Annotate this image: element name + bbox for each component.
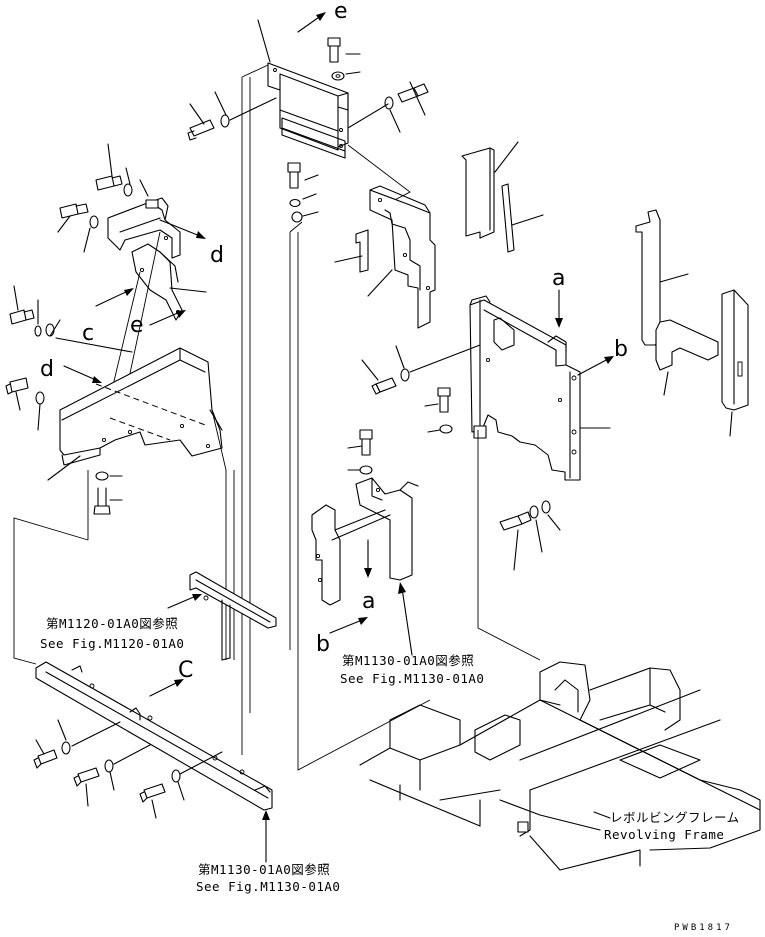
leader-line xyxy=(367,269,393,297)
bolt-left-1 xyxy=(95,143,123,191)
callout-d-right: d xyxy=(210,243,224,268)
washer-left-4 xyxy=(45,323,55,337)
assembly-line xyxy=(297,232,431,771)
assembly-line xyxy=(477,430,541,661)
pad-large xyxy=(461,141,519,239)
leader-line xyxy=(401,587,413,656)
bolt-top-1 xyxy=(327,37,361,63)
washer-left-2 xyxy=(89,215,99,229)
frame-label-jp: レボルビングフレーム xyxy=(610,810,740,825)
bolt-right-mid xyxy=(361,359,397,395)
center-side-panel xyxy=(369,185,436,329)
assembly-line xyxy=(13,517,89,665)
bolt-mid xyxy=(287,162,319,189)
callout-a-lower: a xyxy=(362,589,375,614)
leader-line xyxy=(257,19,271,63)
bolt-bottom-1 xyxy=(33,739,58,769)
left-upper-bracket xyxy=(107,197,183,321)
washer-left-1 xyxy=(123,183,133,197)
reference-left-jp: 第M1120-01A0図参照 xyxy=(46,616,178,631)
arrow-c-bottom xyxy=(149,681,179,697)
washer-bottom-2 xyxy=(104,759,114,773)
arrow-b-upper xyxy=(577,357,611,376)
washer-center-lower xyxy=(359,465,373,475)
center-lower-bracket xyxy=(311,477,419,606)
callout-c-left: c xyxy=(82,321,94,346)
washer-right-bottom-2 xyxy=(541,500,551,514)
washer-mid-1 xyxy=(289,198,301,208)
bolt-bottom-2 xyxy=(73,767,100,807)
assembly-line xyxy=(241,64,269,78)
callout-e-mid: e xyxy=(130,313,144,338)
leader-line xyxy=(593,811,611,819)
leader-line xyxy=(47,455,81,481)
frame-label-en: Revolving Frame xyxy=(604,827,724,842)
arrow-b-lower xyxy=(329,619,363,634)
washer-left-top xyxy=(214,91,230,128)
callout-b-lower: b xyxy=(316,632,330,657)
small-tab-plate xyxy=(334,229,369,273)
washer-left-3 xyxy=(34,325,42,337)
bolt-right-bottom xyxy=(499,511,532,571)
washer-top-right xyxy=(384,96,401,133)
bolt-bottom-3 xyxy=(139,783,166,819)
arrow-d-right xyxy=(159,219,201,237)
left-duct-cover xyxy=(59,347,223,466)
reference-left-en: See Fig.M1120-01A0 xyxy=(40,636,184,651)
washer-left-low xyxy=(95,471,109,481)
revolving-frame xyxy=(359,661,761,871)
drawing-code: PWB1817 xyxy=(674,923,733,933)
bolt-left-2 xyxy=(57,203,89,233)
lower-crossmember xyxy=(35,661,273,811)
washer-right-bottom-1 xyxy=(529,505,539,519)
washer-bottom-3 xyxy=(171,769,181,783)
leader-line xyxy=(169,287,207,293)
washer-right-mid xyxy=(395,345,410,382)
reference-bottom-jp: 第M1130-01A0図参照 xyxy=(198,862,330,877)
reference-center-jp: 第M1130-01A0図参照 xyxy=(342,653,474,668)
arrow-e-mid xyxy=(149,311,181,326)
bolt-right-lower xyxy=(424,387,451,413)
bolt-left-5 xyxy=(5,377,29,411)
top-cover-plate xyxy=(267,62,349,159)
arrow-d-left xyxy=(63,365,97,381)
right-plate-tall xyxy=(721,289,749,437)
washer-right-lower xyxy=(439,424,453,434)
washer-left-5 xyxy=(35,391,45,405)
callout-e-top: e xyxy=(334,0,348,24)
upper-crossbar xyxy=(189,571,277,661)
leader-line xyxy=(139,179,149,197)
washer-top-1 xyxy=(331,71,361,81)
callout-b-upper: b xyxy=(614,337,628,362)
callout-d-left: d xyxy=(40,357,54,382)
arrow-reference-left xyxy=(167,595,197,609)
washer-mid-2 xyxy=(291,211,303,223)
right-main-panel xyxy=(469,295,581,481)
reference-center-en: See Fig.M1130-01A0 xyxy=(340,671,484,686)
right-strip-long xyxy=(635,209,689,346)
assembly-line xyxy=(289,221,303,233)
callout-c-bottom: C xyxy=(178,658,193,683)
callout-a-upper: a xyxy=(552,266,565,291)
bolt-top-right xyxy=(397,81,429,116)
bolt-left-top xyxy=(187,103,215,141)
bolt-left-low xyxy=(93,487,123,515)
bolt-left-3 xyxy=(9,285,35,325)
bolt-center-lower xyxy=(347,429,373,456)
reference-bottom-en: See Fig.M1130-01A0 xyxy=(196,879,340,894)
washer-bottom-1 xyxy=(61,741,71,755)
right-bracket-L xyxy=(655,319,719,396)
pad-strip xyxy=(501,183,544,253)
arrow-c-left xyxy=(95,289,131,307)
small-spacer xyxy=(145,199,159,209)
